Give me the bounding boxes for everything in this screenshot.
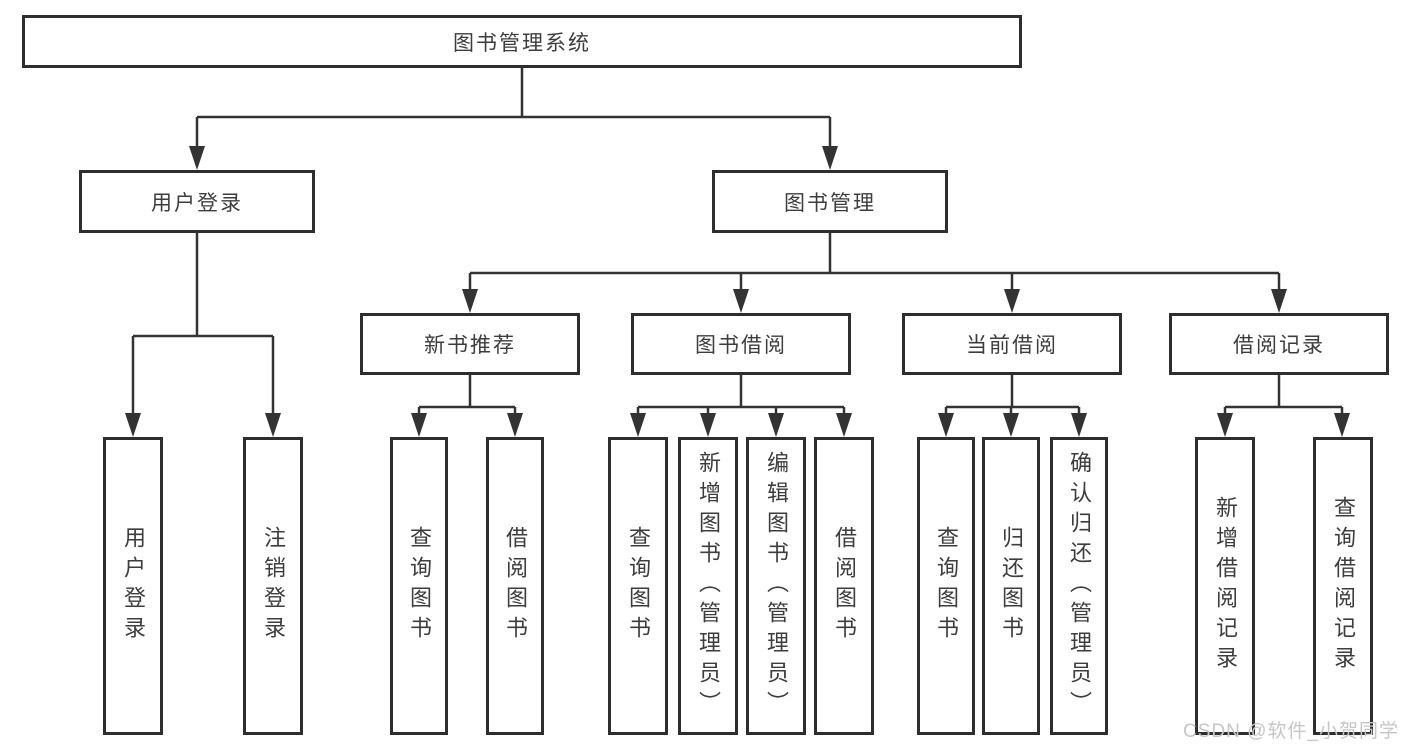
- leaf-query-book-1-label: 查询图书: [407, 526, 432, 646]
- node-book-management-label: 图书管理: [784, 191, 876, 215]
- node-book-borrow-label: 图书借阅: [695, 334, 787, 357]
- leaf-confirm-return-admin: 确认归还（管理员）: [1050, 437, 1108, 735]
- csdn-watermark: CSDN @软件_小贺同学: [1183, 721, 1399, 742]
- node-current-borrow-label: 当前借阅: [966, 334, 1058, 357]
- leaf-edit-book-admin-label: 编辑图书（管理员）: [764, 451, 789, 721]
- leaf-logout: 注销登录: [243, 437, 303, 735]
- node-borrow-record-label: 借阅记录: [1233, 334, 1325, 357]
- leaf-add-book-admin: 新增图书（管理员）: [678, 437, 738, 735]
- arrowheads: [125, 146, 1350, 437]
- node-root: 图书管理系统: [22, 15, 1022, 68]
- node-new-book-recommend: 新书推荐: [360, 313, 580, 375]
- leaf-user-login-label: 用户登录: [121, 526, 146, 646]
- leaf-borrow-book-1-label: 借阅图书: [503, 526, 528, 646]
- leaf-edit-book-admin: 编辑图书（管理员）: [746, 437, 806, 735]
- leaf-query-book-3: 查询图书: [917, 437, 975, 735]
- leaf-query-borrow-record-label: 查询借阅记录: [1331, 496, 1356, 676]
- node-user-login-label: 用户登录: [151, 191, 243, 215]
- node-new-book-recommend-label: 新书推荐: [424, 334, 516, 357]
- leaf-borrow-book-1: 借阅图书: [486, 437, 544, 735]
- leaf-return-book-label: 归还图书: [999, 526, 1024, 646]
- leaf-query-book-3-label: 查询图书: [934, 526, 959, 646]
- leaf-logout-label: 注销登录: [261, 526, 286, 646]
- node-borrow-record: 借阅记录: [1169, 313, 1389, 375]
- leaf-user-login: 用户登录: [103, 437, 163, 735]
- leaf-confirm-return-admin-label: 确认归还（管理员）: [1067, 451, 1092, 721]
- node-book-borrow: 图书借阅: [631, 313, 851, 375]
- leaf-query-book-2: 查询图书: [608, 437, 668, 735]
- leaf-add-borrow-record: 新增借阅记录: [1195, 437, 1255, 735]
- node-current-borrow: 当前借阅: [902, 313, 1122, 375]
- leaf-add-borrow-record-label: 新增借阅记录: [1213, 496, 1238, 676]
- leaf-borrow-book-2-label: 借阅图书: [832, 526, 857, 646]
- leaf-borrow-book-2: 借阅图书: [814, 437, 874, 735]
- leaf-return-book: 归还图书: [982, 437, 1040, 735]
- node-book-management: 图书管理: [712, 170, 948, 233]
- leaf-query-book-2-label: 查询图书: [626, 526, 651, 646]
- node-user-login: 用户登录: [79, 170, 315, 233]
- leaf-query-book-1: 查询图书: [390, 437, 448, 735]
- leaf-add-book-admin-label: 新增图书（管理员）: [696, 451, 721, 721]
- node-root-label: 图书管理系统: [453, 31, 591, 55]
- leaf-query-borrow-record: 查询借阅记录: [1313, 437, 1373, 735]
